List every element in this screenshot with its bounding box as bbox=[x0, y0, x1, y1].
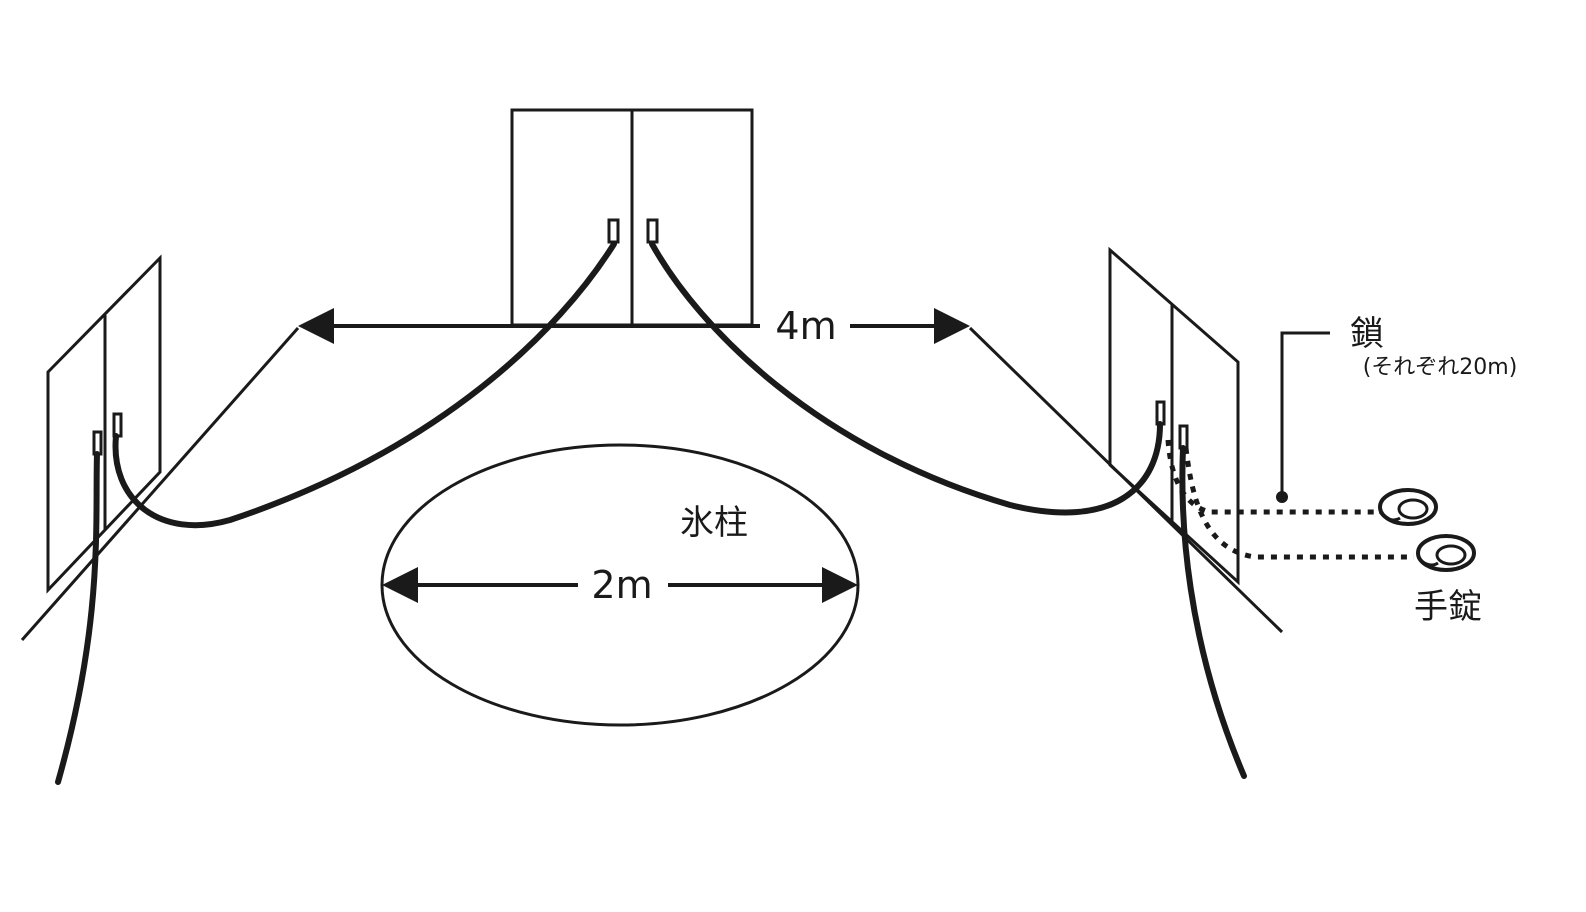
chain-back-left bbox=[112, 241, 617, 529]
label-chain-length: (それぞれ20m) bbox=[1363, 355, 1518, 380]
left-door-shackle-a bbox=[92, 430, 103, 456]
back-door-shackle-left bbox=[607, 218, 620, 244]
handcuffs: 手錠 bbox=[1378, 488, 1482, 627]
callout-dot bbox=[1276, 491, 1288, 503]
back-door bbox=[510, 108, 754, 327]
right-door-shackle-a bbox=[1155, 400, 1166, 426]
chain-left-floor bbox=[55, 451, 100, 785]
chains bbox=[55, 241, 1414, 785]
right-door-shackle-b bbox=[1178, 424, 1189, 450]
label-4m: 4m bbox=[775, 304, 836, 348]
label-ice-pillar: 氷柱 bbox=[680, 503, 748, 543]
back-door-shackle-right bbox=[646, 218, 659, 244]
chain-right-floor bbox=[1179, 445, 1247, 779]
dimension-4m: 4m bbox=[298, 304, 970, 348]
chain-callout: 鎖 (それぞれ20m) bbox=[1276, 314, 1517, 503]
left-door bbox=[46, 254, 162, 594]
handcuff-upper-icon bbox=[1378, 488, 1438, 526]
label-handcuffs: 手錠 bbox=[1414, 587, 1482, 627]
label-chain: 鎖 bbox=[1350, 314, 1384, 354]
floor-edge-left bbox=[20, 327, 300, 641]
chain-back-right bbox=[649, 241, 1163, 516]
left-door-shackle-b bbox=[112, 412, 123, 438]
label-2m: 2m bbox=[591, 563, 652, 607]
ice-pillar: 氷柱 2m bbox=[380, 443, 860, 727]
chain-dotted-lower bbox=[1183, 447, 1414, 560]
right-door bbox=[1108, 246, 1240, 586]
handcuff-lower-icon bbox=[1416, 534, 1476, 572]
